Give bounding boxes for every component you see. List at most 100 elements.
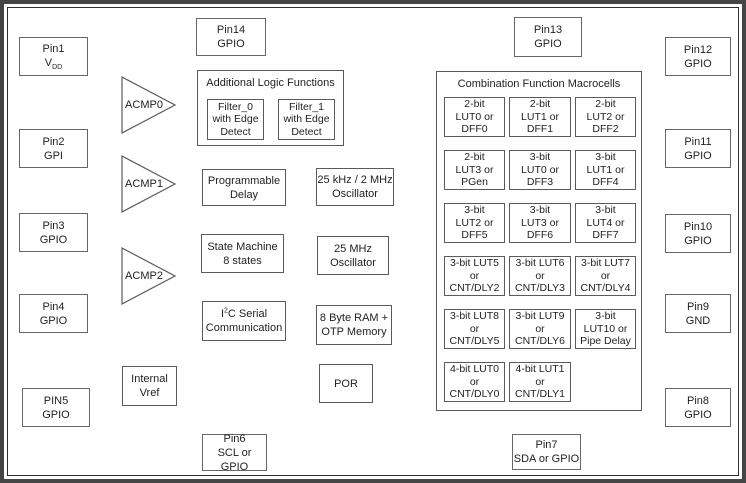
block-label: OTP Memory xyxy=(321,326,387,338)
cell-line: DFF0 xyxy=(461,123,488,136)
macrocell-3bit-lut7: 3-bit LUT7 or CNT/DLY4 xyxy=(575,256,636,296)
acmp0-comparator: ACMP0 xyxy=(121,76,177,134)
cell-line: 4-bit LUT0 xyxy=(449,362,500,375)
pin-number: Pin12 xyxy=(683,43,713,56)
cell-line: LUT2 or xyxy=(586,110,625,123)
cell-line: CNT/DLY5 xyxy=(449,335,500,348)
block-label: State Machine xyxy=(207,240,278,253)
pin-function: GND xyxy=(685,314,711,327)
pin-box-pin8: Pin8 GPIO xyxy=(665,388,731,427)
cell-line: or xyxy=(600,269,611,282)
macrocell-2bit-lut0: 2-bit LUT0 or DFF0 xyxy=(444,97,505,137)
i2c-serial-block: I2C Serial Communication xyxy=(202,301,286,341)
pin-box-pin1: Pin1 VDD xyxy=(19,37,88,76)
macrocell-3bit-lut8: 3-bit LUT8 or CNT/DLY5 xyxy=(444,309,505,349)
cell-line: or xyxy=(469,375,480,388)
cell-line: 2-bit xyxy=(464,150,485,163)
cell-line: 2-bit xyxy=(464,97,485,110)
pin-box-pin4: Pin4 GPIO xyxy=(19,294,88,333)
cell-line: CNT/DLY4 xyxy=(580,282,631,295)
cell-line: LUT4 or xyxy=(586,216,625,229)
cell-line: DFF2 xyxy=(592,123,619,136)
cell-line: 3-bit LUT5 xyxy=(449,256,500,269)
macrocell-2bit-lut2: 2-bit LUT2 or DFF2 xyxy=(575,97,636,137)
macrocell-grid: 2-bit LUT0 or DFF0 2-bit LUT1 or DFF1 2-… xyxy=(444,97,636,402)
pin-number: Pin3 xyxy=(42,219,65,232)
block-label: Detect xyxy=(220,125,251,138)
acmp-label: ACMP0 xyxy=(125,99,163,111)
macrocell-4bit-lut0: 4-bit LUT0 or CNT/DLY0 xyxy=(444,362,505,402)
cell-line: 3-bit xyxy=(595,150,616,163)
cell-line: PGen xyxy=(461,176,488,189)
cell-line: DFF1 xyxy=(526,123,554,136)
cell-line: 2-bit xyxy=(529,97,551,110)
pin-number: Pin1 xyxy=(42,42,65,55)
cell-line: 3-bit xyxy=(529,203,551,216)
cell-line: CNT/DLY3 xyxy=(515,282,565,295)
block-label: Oscillator xyxy=(332,188,378,200)
pin-number: Pin9 xyxy=(686,300,710,313)
pin-function: SDA or GPIO xyxy=(513,453,580,465)
pin-box-pin12: Pin12 GPIO xyxy=(665,37,731,76)
cell-line: 3-bit xyxy=(595,309,616,322)
pin-function: GPI xyxy=(44,149,63,162)
cell-line: DFF5 xyxy=(461,229,488,242)
cell-line: 3-bit xyxy=(529,150,551,163)
group-title: Combination Function Macrocells xyxy=(457,78,621,90)
cell-line: or xyxy=(535,322,545,335)
pin-number: Pin6 xyxy=(223,432,246,445)
cell-line: CNT/DLY1 xyxy=(515,388,565,401)
pin-function: GPIO xyxy=(684,234,712,247)
block-label: Internal xyxy=(131,373,168,385)
cell-line: LUT3 or xyxy=(521,216,559,229)
pin-function: GPIO xyxy=(534,38,562,50)
cell-line: LUT10 or xyxy=(583,322,628,335)
pin-function: GPIO xyxy=(684,149,712,162)
cell-line: LUT3 or xyxy=(455,163,494,176)
block-label: 25 MHz xyxy=(334,242,372,255)
pin-box-pin6: Pin6 SCL or GPIO xyxy=(202,432,267,473)
pin-box-pin9: Pin9 GND xyxy=(665,294,731,333)
additional-logic-functions-group: Additional Logic Functions Filter_0 with… xyxy=(197,70,344,146)
block-label: 8 states xyxy=(223,254,262,267)
cell-line: or xyxy=(469,322,480,335)
macrocell-3bit-lut9: 3-bit LUT9 or CNT/DLY6 xyxy=(509,309,571,349)
pin-function-subscript: DD xyxy=(52,64,63,72)
pin-box-pin3: Pin3 GPIO xyxy=(19,213,88,252)
block-label: 25 kHz / 2 MHz xyxy=(317,174,393,186)
pin-box-pin13: Pin13 GPIO xyxy=(514,17,582,57)
cell-line: 3-bit LUT9 xyxy=(515,309,565,322)
cell-line: 3-bit LUT7 xyxy=(580,256,631,269)
cell-line: 3-bit LUT6 xyxy=(515,256,565,269)
block-label: I2C Serial xyxy=(221,307,267,321)
block-label: Vref xyxy=(139,387,160,399)
i2c-superscript: 2 xyxy=(224,307,228,315)
pin-number: PIN5 xyxy=(43,394,69,407)
macrocell-3bit-lut2: 3-bit LUT2 or DFF5 xyxy=(444,203,505,243)
block-label: Detect xyxy=(291,125,322,138)
block-label: 8 Byte RAM + xyxy=(319,312,389,324)
cell-line: or xyxy=(535,375,545,388)
acmp1-comparator: ACMP1 xyxy=(121,155,177,213)
cell-line: DFF7 xyxy=(592,229,619,242)
pin-number: Pin11 xyxy=(684,135,712,148)
pin-function: GPIO xyxy=(39,233,68,246)
macrocell-2bit-lut1: 2-bit LUT1 or DFF1 xyxy=(509,97,571,137)
pin-function: GPIO xyxy=(217,38,245,50)
macrocell-3bit-lut3: 3-bit LUT3 or DFF6 xyxy=(509,203,571,243)
macrocell-4bit-lut1: 4-bit LUT1 or CNT/DLY1 xyxy=(509,362,571,402)
ram-otp-block: 8 Byte RAM + OTP Memory xyxy=(316,305,392,345)
pin-number: Pin7 xyxy=(535,439,558,451)
pin-box-pin11: Pin11 GPIO xyxy=(665,129,731,168)
por-block: POR xyxy=(319,364,373,403)
pin-box-pin5: PIN5 GPIO xyxy=(22,388,90,427)
pin-function: SCL or GPIO xyxy=(217,446,252,473)
cell-line: DFF6 xyxy=(526,229,554,242)
osc-25khz-2mhz-block: 25 kHz / 2 MHz Oscillator xyxy=(316,168,394,206)
cell-line: or xyxy=(535,269,545,282)
pin-box-pin7: Pin7 SDA or GPIO xyxy=(512,434,581,470)
macrocell-3bit-lut6: 3-bit LUT6 or CNT/DLY3 xyxy=(509,256,571,296)
cell-line: DFF3 xyxy=(526,176,554,189)
block-label: with Edge xyxy=(283,113,330,126)
